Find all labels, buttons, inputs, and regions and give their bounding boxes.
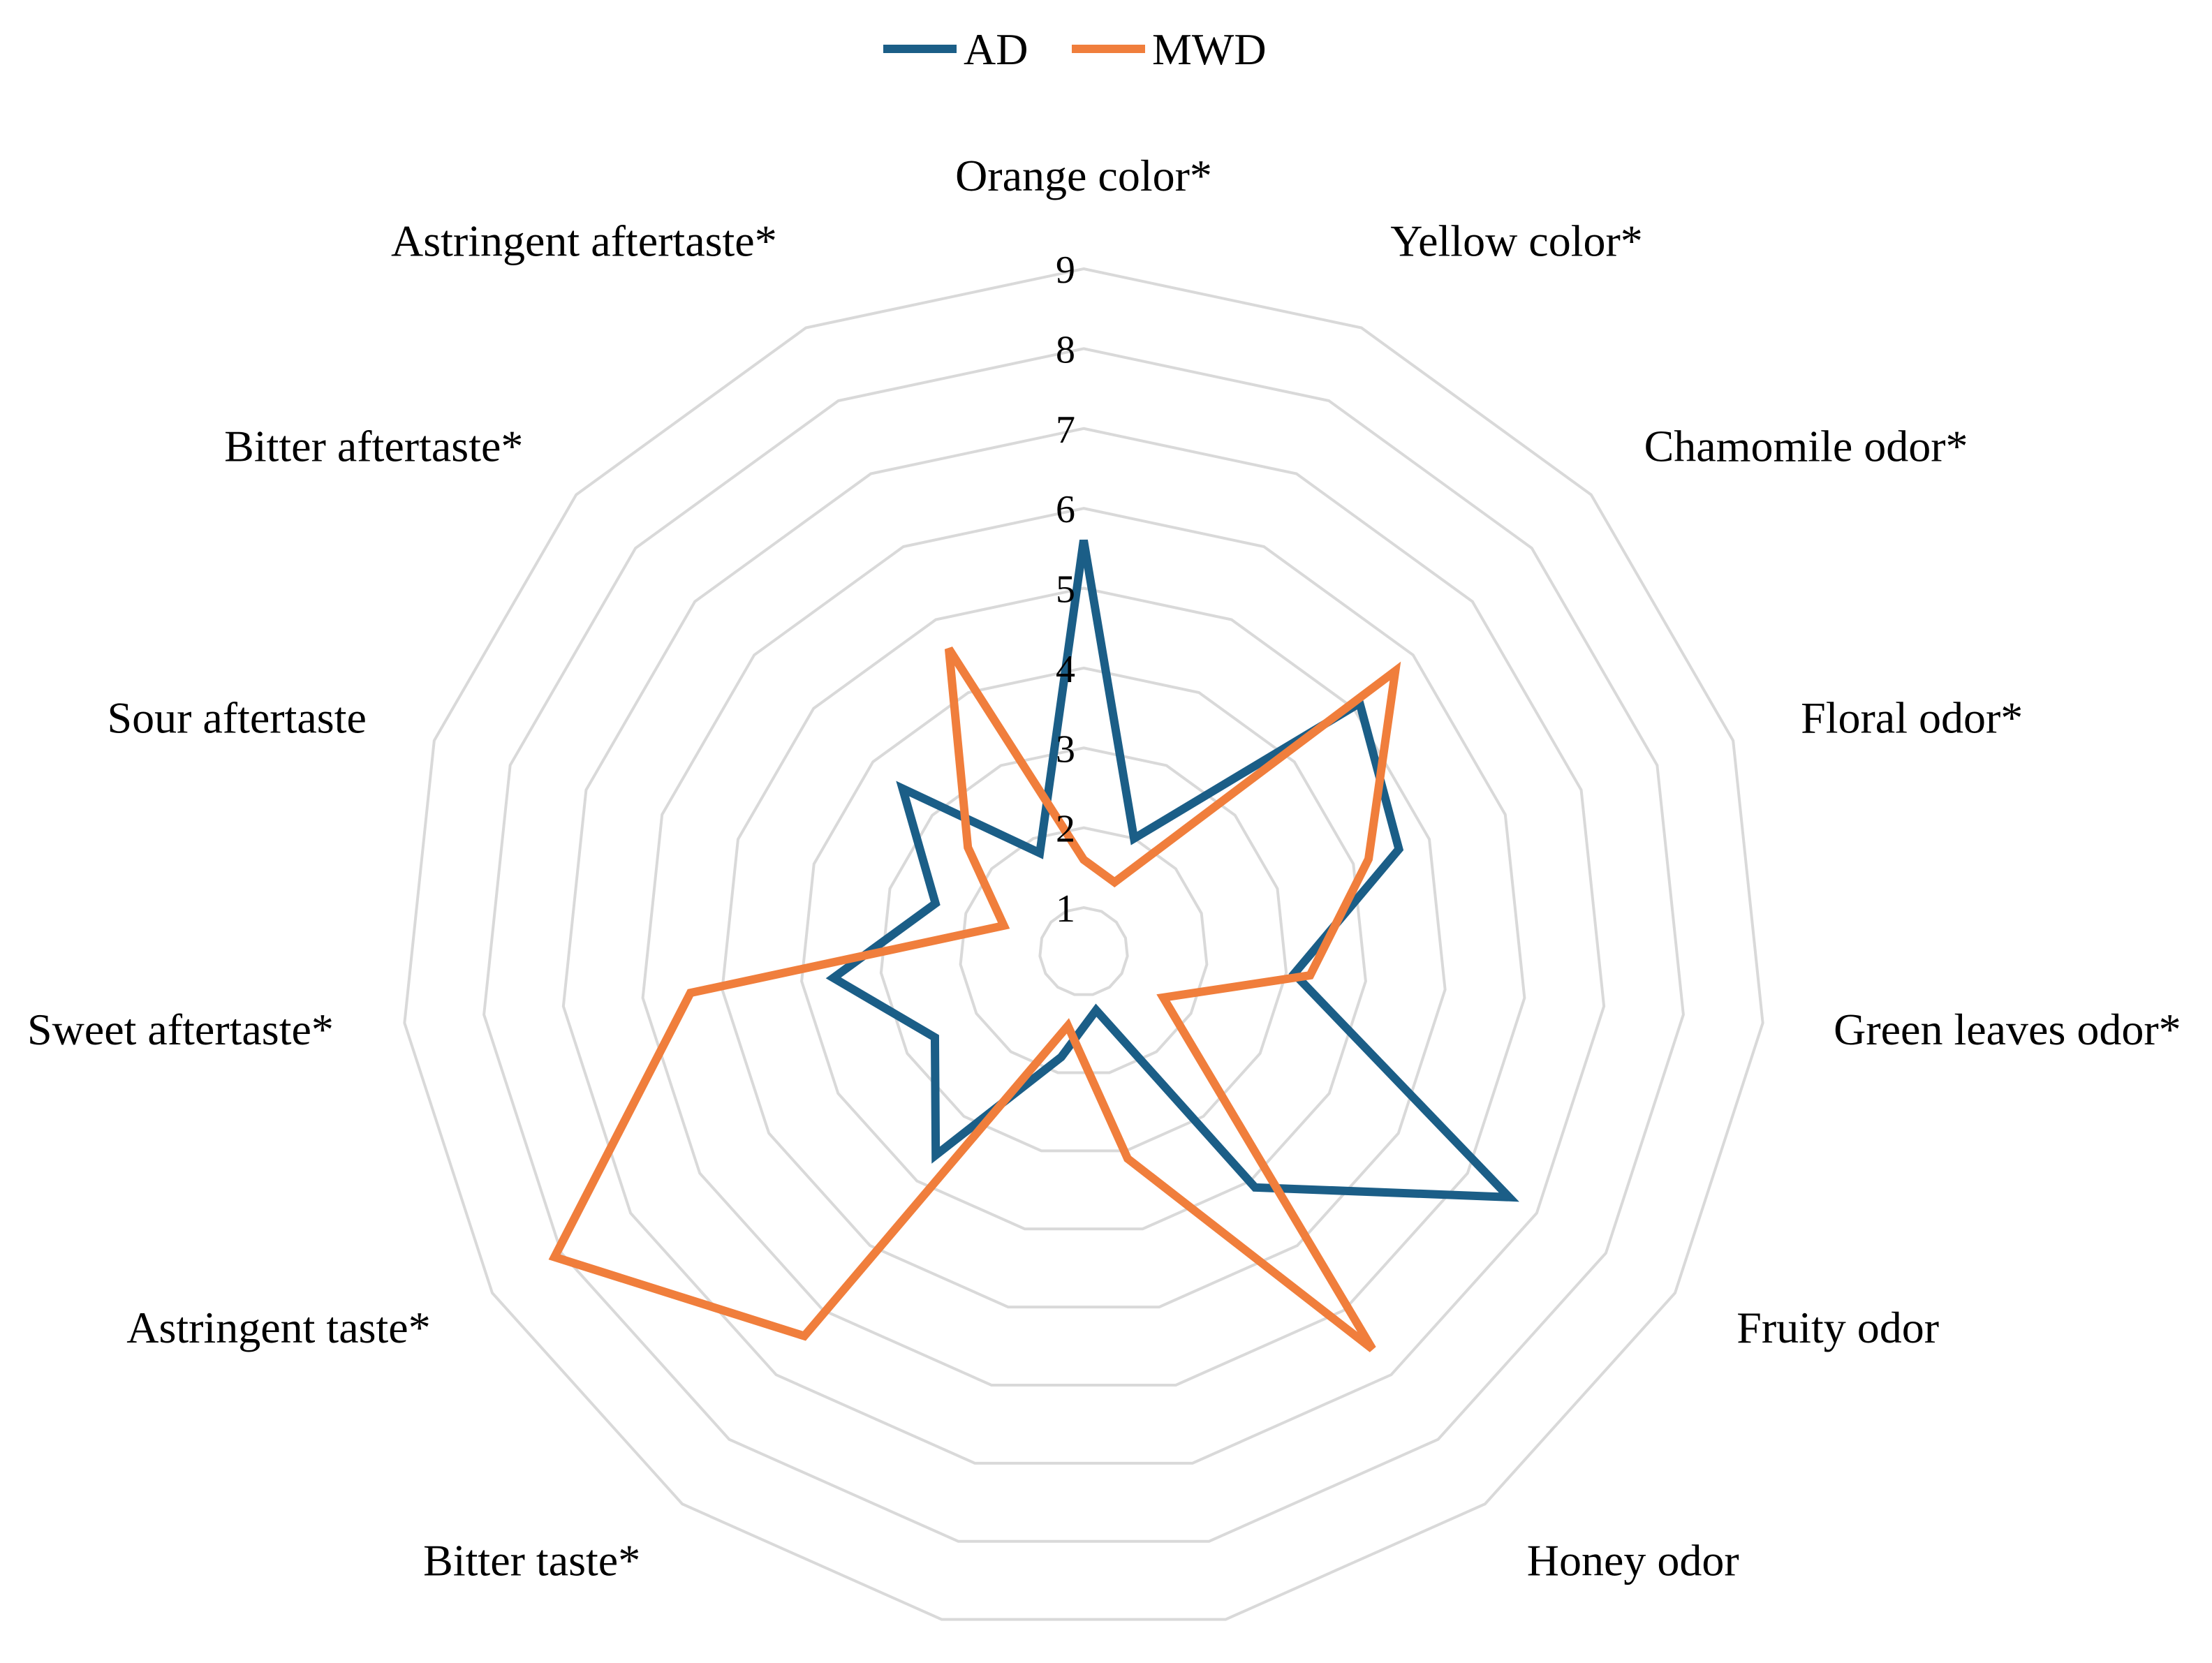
tick-label: 8	[1056, 328, 1075, 371]
category-label: Astringent aftertaste*	[391, 216, 777, 265]
category-label: Astringent taste*	[126, 1303, 430, 1352]
category-label: Yellow color*	[1390, 216, 1643, 265]
category-label: Sweet aftertaste*	[27, 1005, 334, 1054]
legend-label-mwd: MWD	[1152, 24, 1267, 74]
tick-label: 1	[1056, 887, 1075, 931]
radial-tick-labels: 1 2 3 4 5 6 7 8 9	[1056, 249, 1075, 931]
tick-label: 4	[1056, 648, 1075, 691]
category-label: Green leaves odor*	[1834, 1005, 2181, 1054]
radar-grid	[403, 267, 1764, 1621]
legend-label-ad: AD	[964, 24, 1028, 74]
category-label: Fruity odor	[1737, 1303, 1939, 1352]
category-label: Bitter taste*	[423, 1536, 640, 1586]
series-line-ad	[825, 539, 1519, 1202]
grid-ring-2	[959, 826, 1209, 1074]
category-labels: Orange color* Yellow color* Chamomile odor…	[27, 151, 2181, 1586]
series-lines	[548, 539, 1519, 1352]
grid-ring-8	[482, 347, 1685, 1543]
category-label: Floral odor*	[1801, 693, 2023, 742]
category-label: Orange color*	[955, 151, 1212, 200]
legend: AD MWD	[883, 24, 1267, 74]
grid-ring-1	[1038, 906, 1129, 996]
tick-label: 7	[1056, 408, 1075, 452]
grid-ring-6	[641, 507, 1526, 1387]
tick-label: 3	[1056, 727, 1075, 771]
grid-ring-5	[721, 586, 1447, 1309]
category-label: Sour aftertaste	[107, 693, 366, 742]
grid-ring-3	[879, 746, 1288, 1153]
category-label: Honey odor	[1527, 1536, 1739, 1586]
tick-label: 2	[1056, 808, 1075, 851]
category-label: Chamomile odor*	[1644, 421, 1968, 471]
tick-label: 9	[1056, 249, 1075, 292]
grid-ring-9	[403, 267, 1764, 1621]
grid-ring-7	[561, 427, 1606, 1465]
grid-ring-4	[800, 666, 1367, 1231]
category-label: Bitter aftertaste*	[224, 421, 523, 471]
tick-label: 6	[1056, 488, 1075, 531]
tick-label: 5	[1056, 568, 1075, 612]
series-line-mwd	[548, 646, 1401, 1352]
